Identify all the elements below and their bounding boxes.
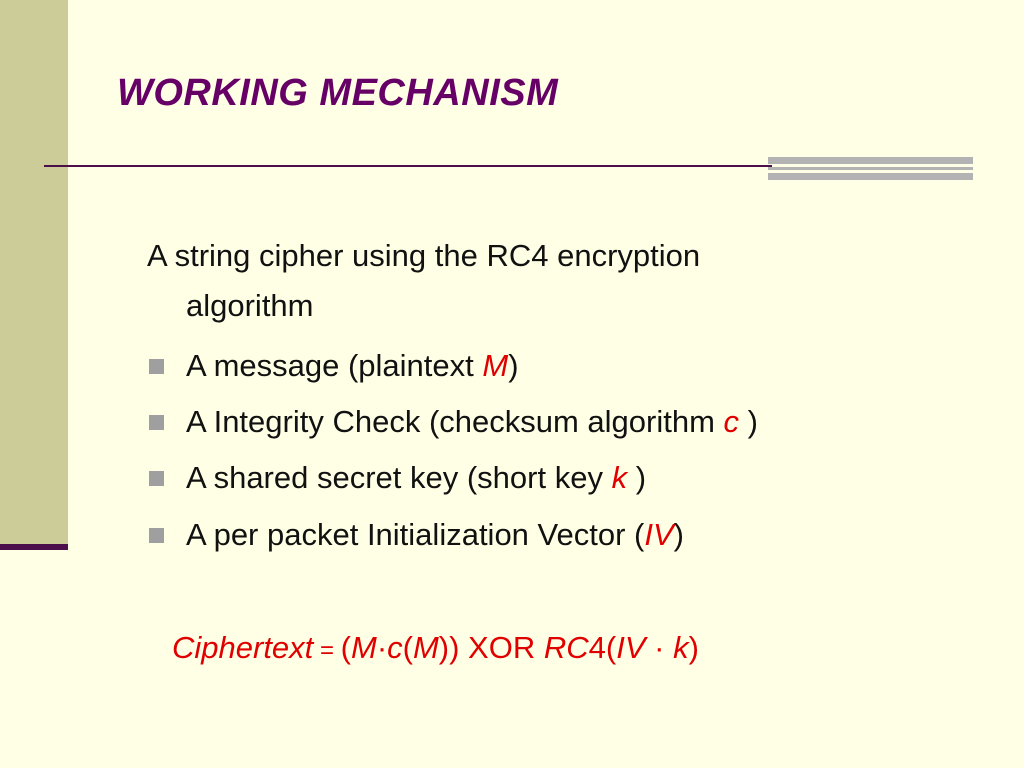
- stripe: [768, 157, 973, 164]
- bullet-square-icon: [149, 528, 164, 543]
- bullet-square-icon: [149, 471, 164, 486]
- title-underline: [44, 165, 772, 167]
- bullet-close: ): [508, 348, 519, 383]
- bullet-text: A Integrity Check (checksum algorithm: [186, 404, 724, 439]
- stripe: [768, 167, 973, 170]
- slide-title: WORKING MECHANISM: [117, 72, 559, 114]
- formula-m1: M: [350, 630, 377, 665]
- formula-close: ): [688, 630, 699, 665]
- stripe: [768, 173, 973, 180]
- decorative-stripes: [768, 157, 973, 181]
- formula-k: k: [673, 630, 689, 665]
- bullet-text: A shared secret key (short key: [186, 460, 612, 495]
- formula-four: 4(: [588, 630, 617, 665]
- bullet-item-integrity-check: A Integrity Check (checksum algorithm c …: [186, 406, 758, 437]
- formula-m2: M: [412, 630, 439, 665]
- formula-dot2: ·: [645, 630, 674, 665]
- bullet-close: ): [627, 460, 647, 495]
- formula-equals: =: [313, 637, 341, 664]
- formula-xor: )) XOR: [438, 630, 544, 665]
- variable-iv: IV: [644, 517, 674, 552]
- bullet-item-secret-key: A shared secret key (short key k ): [186, 462, 646, 493]
- formula-lhs: Ciphertext: [172, 630, 314, 665]
- bullet-close: ): [673, 517, 684, 552]
- ciphertext-formula: Ciphertext = (M·c(M)) XOR RC4(IV · k): [172, 632, 699, 663]
- bullet-close: ): [739, 404, 758, 439]
- variable-m: M: [482, 348, 509, 383]
- bullet-square-icon: [149, 359, 164, 374]
- bullet-text: A per packet Initialization Vector (: [186, 517, 645, 552]
- formula-dot1: ·: [376, 630, 388, 665]
- variable-c: c: [723, 404, 740, 439]
- left-accent-bar: [0, 0, 68, 545]
- bullet-square-icon: [149, 415, 164, 430]
- formula-rc: RC: [543, 630, 589, 665]
- formula-iv: IV: [616, 630, 646, 665]
- variable-k: k: [611, 460, 628, 495]
- formula-open2: (: [402, 630, 413, 665]
- left-accent-tick: [0, 544, 68, 550]
- bullet-text: A message (plaintext: [186, 348, 483, 383]
- intro-line-1: A string cipher using the RC4 encryption: [147, 238, 701, 273]
- formula-open: (: [340, 630, 351, 665]
- intro-line-2: algorithm: [186, 288, 314, 323]
- bullet-item-message: A message (plaintext M): [186, 350, 519, 381]
- formula-c: c: [387, 630, 403, 665]
- bullet-item-iv: A per packet Initialization Vector (IV): [186, 519, 684, 550]
